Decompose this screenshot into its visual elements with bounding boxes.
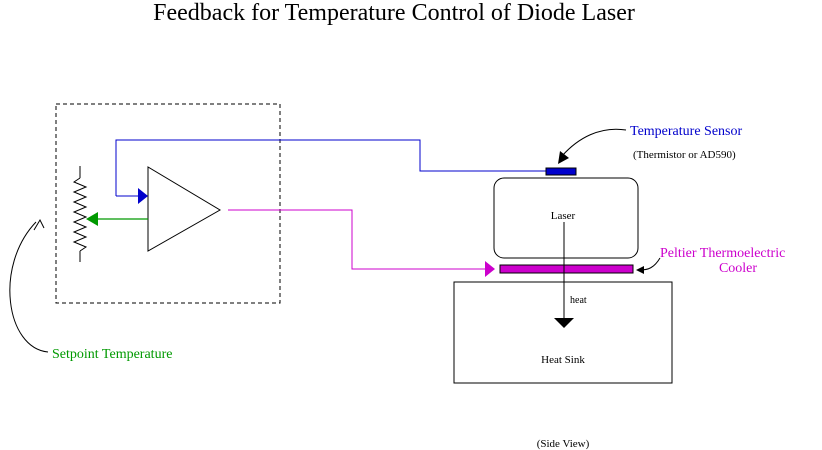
arrowhead-icon (554, 318, 574, 328)
heat-sink-label: Heat Sink (541, 354, 585, 366)
setpoint-temperature-label: Setpoint Temperature (52, 347, 172, 362)
sensor-note-label: (Thermistor or AD590) (633, 149, 736, 161)
op-amp-icon (147, 166, 221, 252)
peltier-label-line2: Cooler (719, 261, 757, 276)
laser-box (493, 177, 639, 259)
arrowhead-icon (138, 188, 148, 204)
heat-sink-box (453, 281, 673, 384)
setpoint-wiper-arrow (86, 212, 148, 226)
heat-flow-arrow (554, 222, 574, 328)
setpoint-callout-line (9, 221, 49, 353)
arrowhead-icon (485, 261, 495, 277)
peltier-label-line1: Peltier Thermoelectric (660, 246, 785, 261)
diagram-title: Feedback for Temperature Control of Diod… (153, 0, 635, 26)
peltier-cooler (499, 264, 634, 274)
laser-label: Laser (551, 210, 576, 222)
peltier-drive-wire (228, 209, 495, 277)
temperature-sensor (545, 167, 577, 176)
sensor-feedback-wire (115, 139, 546, 204)
sensor-callout-arrowhead (558, 151, 569, 164)
sensor-callout-line (561, 128, 627, 157)
controller-box (55, 103, 281, 304)
setpoint-callout-arrowhead (33, 218, 45, 231)
peltier-callout-arrowhead (636, 266, 644, 274)
heat-label: heat (570, 295, 587, 306)
side-view-caption: (Side View) (537, 438, 590, 450)
potentiometer-icon (72, 166, 88, 262)
temperature-sensor-label: Temperature Sensor (630, 124, 742, 139)
